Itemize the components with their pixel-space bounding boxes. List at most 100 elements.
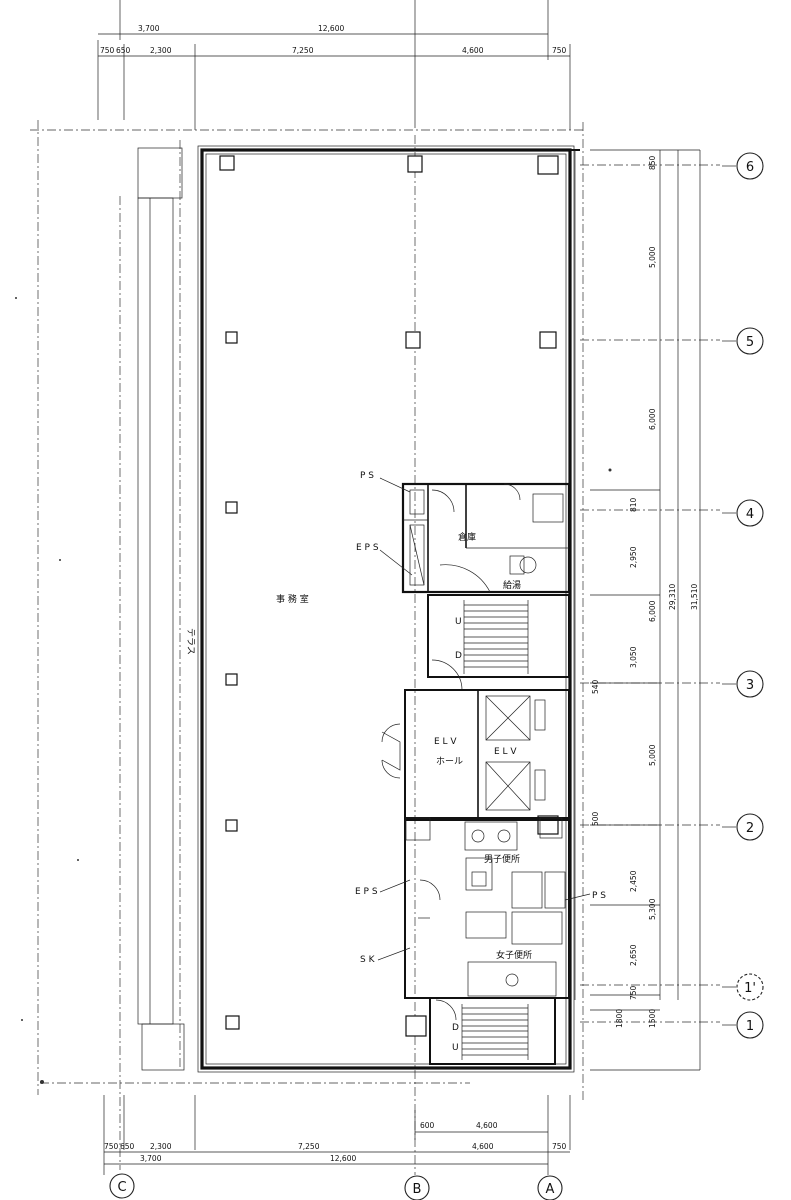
dim-bottom-2300: 2,300 <box>150 1142 172 1151</box>
axis-label-a: A <box>546 1182 555 1197</box>
outer-walls <box>197 145 580 1073</box>
scan-noise <box>15 297 612 1084</box>
column <box>539 331 557 349</box>
dim-bottom-600: 600 <box>420 1121 435 1130</box>
axis-bubble-3 <box>736 670 764 698</box>
dim-bottom-12600: 12,600 <box>330 1154 356 1163</box>
stair-a-up: U <box>455 617 462 627</box>
wc-core: 男子便所 E P S S K P S 女子便所 <box>355 817 606 999</box>
dim-top-3700: 3,700 <box>138 24 160 33</box>
axis-label-6: 6 <box>746 160 754 175</box>
dim-right-2450: 2,450 <box>629 870 638 892</box>
dim-right-29310: 29,310 <box>668 584 677 610</box>
top-dimension-lines: 3,700 12,600 750 650 2,300 7,250 4,600 7… <box>97 0 571 130</box>
dim-right-31510: 31,510 <box>690 584 699 610</box>
balcony-label: テラス <box>185 628 196 655</box>
elevator-core: E L V ホール E L V <box>381 689 570 821</box>
axis-bubble-a <box>537 1175 563 1200</box>
dim-bottom-4600a: 4,600 <box>476 1121 498 1130</box>
dim-bottom-750: 750 <box>104 1142 119 1151</box>
ps-top-label: P S <box>360 471 374 481</box>
elevator-label: E L V <box>494 747 517 757</box>
right-dimension-lines: 850 5,000 6,000 810 2,950 3,050 6,000 29… <box>590 149 701 1071</box>
axis-bubble-4 <box>736 499 764 527</box>
dim-right-1500: 1500 <box>648 1009 657 1028</box>
dim-right-750: 750 <box>629 985 638 1000</box>
column <box>537 155 559 175</box>
column <box>225 819 238 832</box>
eps-top-label: E P S <box>356 543 379 553</box>
dim-top-12600: 12,600 <box>318 24 344 33</box>
mens-wc-label: 男子便所 <box>484 853 520 865</box>
dim-right-5000b: 5,000 <box>648 744 657 766</box>
dim-right-5000a: 5,000 <box>648 246 657 268</box>
dim-top-4600: 4,600 <box>462 46 484 55</box>
dim-top-750b: 750 <box>552 46 567 55</box>
axis-bubble-5 <box>736 327 764 355</box>
dim-bottom-650: 650 <box>120 1142 135 1151</box>
balcony-strip: テラス <box>137 140 196 1071</box>
stair-a: U D <box>427 594 570 691</box>
office-label: 事 務 室 <box>276 593 309 605</box>
column <box>405 1015 427 1037</box>
dim-top-750: 750 <box>100 46 115 55</box>
axis-label-2: 2 <box>746 821 754 836</box>
womens-wc-label: 女子便所 <box>496 949 532 961</box>
core-upper: P S E P S 倉庫 給湯 <box>356 471 571 594</box>
dim-right-810: 810 <box>629 497 638 512</box>
dim-right-540: 540 <box>591 679 600 694</box>
dim-right-1800: 1800 <box>615 1009 624 1028</box>
storage-label: 倉庫 <box>458 531 476 543</box>
sk-label: S K <box>360 955 376 965</box>
axis-label-3: 3 <box>746 678 754 693</box>
column <box>405 331 421 349</box>
dim-top-2300: 2,300 <box>150 46 172 55</box>
kitchen-label: 給湯 <box>503 579 521 591</box>
dim-right-2650: 2,650 <box>629 944 638 966</box>
ps-bottom-label: P S <box>592 891 606 901</box>
grid-lines <box>30 120 720 1175</box>
dim-right-6000: 6,000 <box>648 408 657 430</box>
column <box>407 155 423 173</box>
axis-bubble-6 <box>736 152 764 180</box>
dim-right-850: 850 <box>648 155 657 170</box>
axis-label-b: B <box>413 1182 422 1197</box>
column-axis-markers: C B A <box>109 1173 563 1200</box>
stair-b-treads <box>462 1007 528 1056</box>
axis-bubble-b <box>404 1175 430 1200</box>
dim-top-7250: 7,250 <box>292 46 314 55</box>
dim-bottom-750b: 750 <box>552 1142 567 1151</box>
eps-bottom-label: E P S <box>355 887 378 897</box>
dim-right-6000b: 6,000 <box>648 600 657 622</box>
columns <box>219 155 559 1037</box>
column <box>225 331 238 344</box>
axis-label-5: 5 <box>746 335 754 350</box>
dim-right-500: 500 <box>591 811 600 826</box>
row-axis-markers: 6 5 4 3 2 1' 1 <box>722 152 764 1039</box>
axis-label-1p: 1' <box>744 981 756 996</box>
stair-b: D U <box>429 997 556 1065</box>
elv-hall-label-1: E L V <box>434 737 457 747</box>
column <box>225 501 238 514</box>
axis-bubble-2 <box>736 813 764 841</box>
axis-bubble-1p <box>736 973 764 1001</box>
dim-bottom-4600: 4,600 <box>472 1142 494 1151</box>
stair-a-treads <box>464 604 528 668</box>
dim-bottom-3700: 3,700 <box>140 1154 162 1163</box>
stair-b-up: U <box>452 1043 459 1053</box>
dim-top-650: 650 <box>116 46 131 55</box>
stair-b-down: D <box>452 1023 459 1033</box>
column <box>219 155 235 171</box>
axis-label-4: 4 <box>746 507 754 522</box>
dim-right-3050: 3,050 <box>629 646 638 668</box>
axis-label-1: 1 <box>746 1019 754 1034</box>
bottom-dimension-lines: 600 4,600 750 650 2,300 7,250 4,600 750 … <box>103 1095 571 1175</box>
axis-label-c: C <box>117 1180 126 1195</box>
column <box>225 673 238 686</box>
axis-bubble-1 <box>736 1011 764 1039</box>
dim-right-2950: 2,950 <box>629 546 638 568</box>
stair-a-down: D <box>455 651 462 661</box>
dim-bottom-7250: 7,250 <box>298 1142 320 1151</box>
column <box>225 1015 240 1030</box>
